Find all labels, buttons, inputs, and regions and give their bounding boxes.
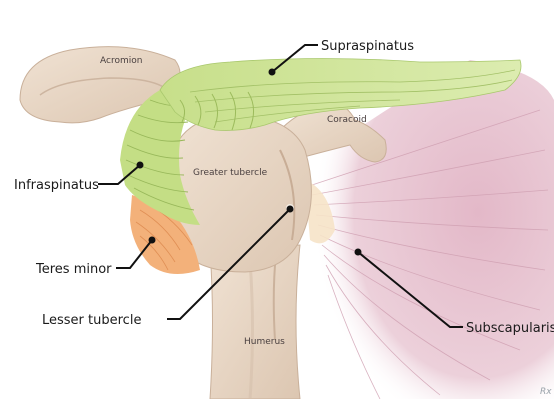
- teres-minor-label: Teres minor: [35, 262, 112, 277]
- subscapularis-label: Subscapularis: [466, 321, 554, 336]
- supraspinatus-label: Supraspinatus: [321, 39, 414, 54]
- dot-teres-minor: [149, 237, 156, 244]
- dot-infraspinatus: [137, 162, 144, 169]
- coracoid-label: Coracoid: [327, 115, 367, 125]
- dot-subscapularis: [355, 249, 362, 256]
- acromion-label: Acromion: [100, 56, 142, 66]
- humerus-label: Humerus: [244, 337, 285, 347]
- greater-tubercle-label: Greater tubercle: [193, 168, 268, 178]
- dot-lesser-tubercle: [287, 206, 294, 213]
- infraspinatus-label: Infraspinatus: [14, 178, 99, 193]
- dot-supraspinatus: [269, 69, 276, 76]
- lesser-tubercle-label: Lesser tubercle: [42, 313, 141, 328]
- watermark-logo: Rx: [540, 387, 552, 397]
